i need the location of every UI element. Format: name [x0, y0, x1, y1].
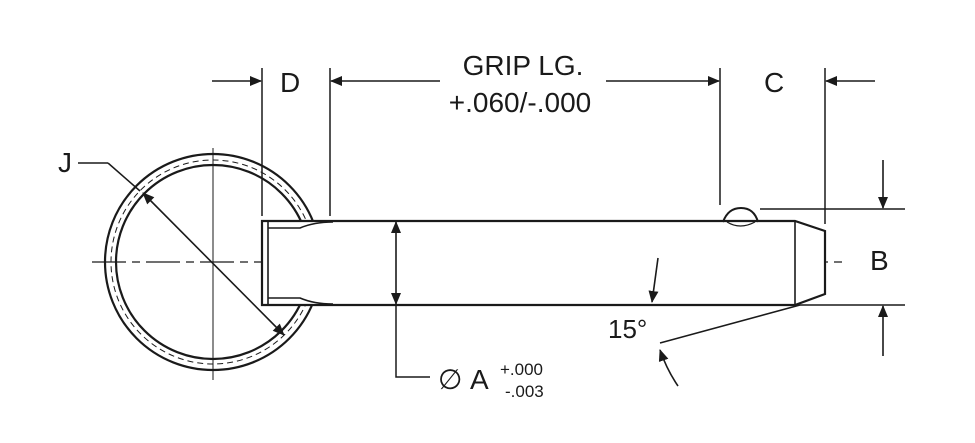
diameter-tol-lower: -.003	[505, 382, 544, 401]
diameter-symbol: ∅	[438, 364, 462, 395]
label-angle: 15°	[608, 314, 647, 344]
label-d: D	[280, 67, 300, 98]
dim-j-arrow	[142, 192, 285, 336]
dim-j-line	[107, 162, 141, 192]
label-grip-title: GRIP LG.	[463, 50, 584, 81]
label-c: C	[764, 67, 784, 98]
label-b: B	[870, 245, 889, 276]
label-grip-tolerance: +.060/-.000	[449, 87, 591, 118]
dim-a-leader	[395, 306, 430, 378]
handle-neck-bottom	[268, 297, 334, 305]
diameter-letter: A	[470, 364, 489, 395]
angle-arrow-bottom	[658, 349, 679, 387]
pin-body	[260, 206, 827, 307]
label-j: J	[58, 147, 72, 178]
handle-neck-top	[268, 221, 334, 229]
diameter-tol-upper: +.000	[500, 360, 543, 379]
locking-ball	[722, 206, 759, 223]
angle-arrow-top	[648, 257, 659, 303]
angle-extension-line	[659, 304, 801, 344]
